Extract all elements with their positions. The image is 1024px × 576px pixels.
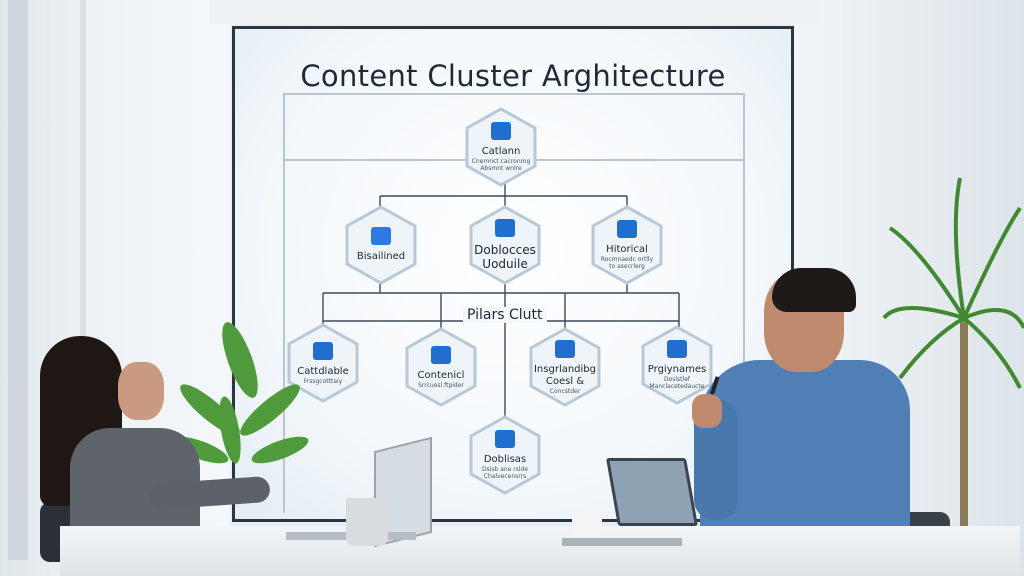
window-frame-inner <box>80 0 86 520</box>
node-pillar-2: Contenicl Srrcuesl ftpider <box>401 327 481 407</box>
node-top: Catlann Cnemnct cacronmg Absmnt wnlre <box>461 107 541 187</box>
palm-plant-right <box>882 177 1024 576</box>
document-stack-icon <box>491 122 511 140</box>
potted-plant-left <box>171 322 309 464</box>
node-hexagon <box>469 415 541 495</box>
woman-face <box>118 362 164 420</box>
grid-line <box>283 93 285 513</box>
ceiling <box>210 0 820 24</box>
node-label: Contenicl <box>417 369 465 381</box>
window-frame <box>8 0 28 560</box>
node-subtext: Cnemnct cacronmg Absmnt wnlre <box>471 158 531 172</box>
coffee-cup <box>572 508 602 536</box>
pillars-cluster-label: Pilars Clutt <box>463 307 547 323</box>
clipboard-icon <box>313 341 333 360</box>
list-icon <box>667 340 687 358</box>
person-icon <box>431 345 451 364</box>
conference-table <box>60 526 1020 576</box>
node-hexagon <box>465 107 537 187</box>
node-hexagon <box>405 327 477 407</box>
node-subtext: Dsisb ane rslde Chalvecensrrs <box>481 466 529 480</box>
laptop-right-base <box>562 538 682 546</box>
node-left: Bisailined <box>341 205 421 285</box>
mug <box>346 498 388 546</box>
node-hexagon <box>641 325 713 405</box>
man-hand <box>692 394 722 428</box>
node-label: Doblocces Uoduile <box>474 243 536 271</box>
presentation-screen: Content Cluster Arghitecture Pilars Clut… <box>232 26 794 522</box>
node-hexagon <box>287 323 359 403</box>
grid-line <box>283 93 745 95</box>
laptop-right <box>606 458 698 526</box>
node-pillar-1: Cattdlable Frssgcotttaiy <box>283 323 363 403</box>
node-label: Bisailined <box>356 251 406 262</box>
node-subtext: Concstder <box>549 387 581 395</box>
node-subtext: Frssgcotttaiy <box>303 377 343 385</box>
node-hexagon <box>529 327 601 407</box>
node-subtext: Doslstlef Manclacetedaucte <box>649 376 705 390</box>
document-icon <box>555 339 575 358</box>
hand-icon <box>617 220 637 238</box>
node-subtext: Rocmnaedc ortlly to asecrlerg <box>600 256 654 270</box>
mail-icon <box>371 227 391 245</box>
node-label: Catlann <box>481 146 521 157</box>
grid-line <box>743 93 745 513</box>
node-label: Insgrlandibg Coesl & <box>533 363 597 387</box>
node-label: Hitorical <box>606 244 648 255</box>
node-bottom: Doblisas Dsisb ane rslde Chalvecensrrs <box>465 415 545 495</box>
node-hexagon <box>591 205 663 285</box>
network-icon <box>495 219 515 237</box>
node-pillar-3: Insgrlandibg Coesl & Concstder <box>525 327 605 407</box>
node-hexagon <box>345 205 417 285</box>
node-pillar-4: Prgiynames Doslstlef Manclacetedaucte <box>637 325 717 405</box>
node-right: Hitorical Rocmnaedc ortlly to asecrlerg <box>587 205 667 285</box>
node-label: Doblisas <box>483 454 527 465</box>
screen-title: Content Cluster Arghitecture <box>300 59 726 93</box>
file-grid-icon <box>495 430 515 448</box>
node-hexagon <box>469 205 541 285</box>
node-label: Cattdlable <box>297 365 349 377</box>
node-center: Doblocces Uoduile <box>465 205 545 285</box>
node-subtext: Srrcuesl ftpider <box>418 381 464 389</box>
node-label: Prgiynames <box>647 364 707 375</box>
man-hair <box>772 268 856 312</box>
